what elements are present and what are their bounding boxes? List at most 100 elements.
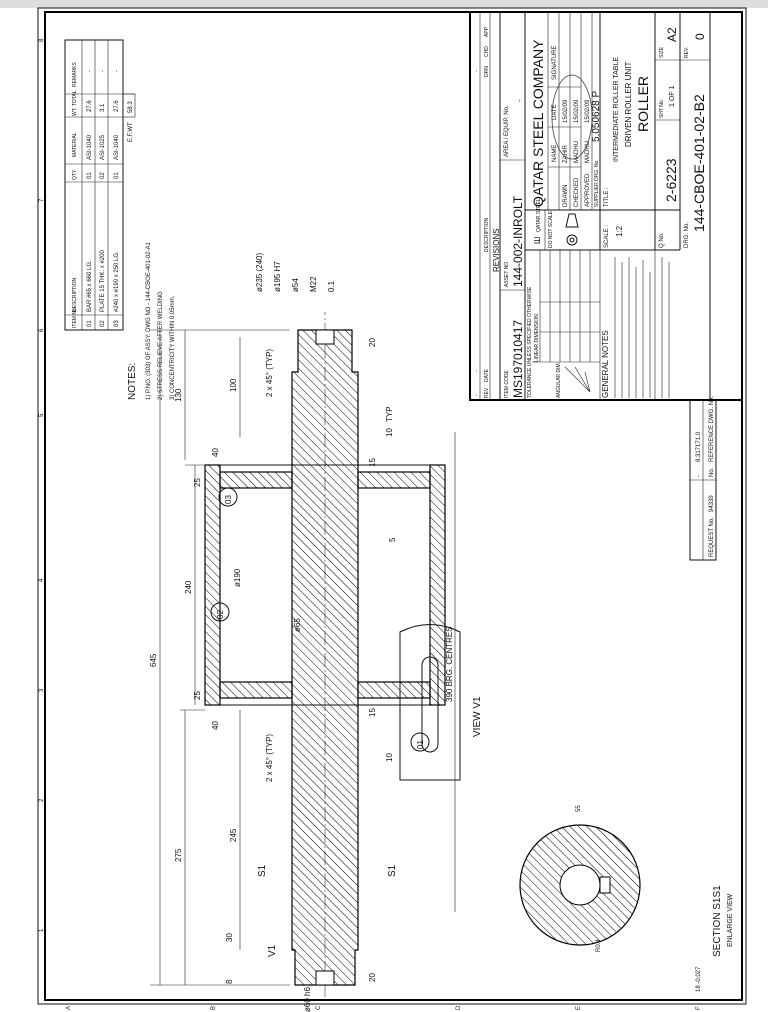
do-not-scale: DO NOT SCALE xyxy=(548,210,554,248)
svg-text:ZAHIR: ZAHIR xyxy=(563,144,569,163)
rev-header: CHD xyxy=(484,46,490,57)
end-plate xyxy=(219,681,293,699)
dim-diameter: ø190 xyxy=(233,568,242,587)
view-label: VIEW V1 xyxy=(472,696,483,737)
section-mark: S1 xyxy=(257,864,268,877)
bom-header: MATERIAL xyxy=(72,132,78,157)
drawing-number: 144-CBOE-401-02-B2 xyxy=(691,94,707,232)
note-item: 1) P.NO. (303) OF ASSY. DWG NO - 144-CBO… xyxy=(146,242,152,400)
asset-number: 144-002-INROLT xyxy=(511,195,525,287)
dim-diameter: ø60 h6 xyxy=(303,987,312,1012)
zone-letter: B xyxy=(211,1006,217,1010)
section-sublabel: ENLARGE VIEW xyxy=(727,893,734,947)
rev-header: DATE xyxy=(484,368,490,382)
dim-chamfer: 2 x 45° (TYP) xyxy=(265,349,274,397)
q-number: 2-6223 xyxy=(663,158,679,202)
dim-15: 15 xyxy=(368,708,377,717)
q-label: Q No. xyxy=(659,232,665,248)
svg-text:01: 01 xyxy=(87,320,93,327)
rev-blank: - xyxy=(474,70,480,72)
item-code-label: ITEM CODE xyxy=(504,370,510,398)
rev-header: DRN xyxy=(484,66,490,77)
dim-100: 100 xyxy=(229,378,238,392)
dim-20: 20 xyxy=(368,338,377,347)
outer-border xyxy=(37,7,747,1005)
sign-header: DATE xyxy=(552,104,558,120)
logo-mark: Ш xyxy=(533,237,542,244)
request-label: REQUEST No. xyxy=(709,517,715,557)
zone-number: 5 xyxy=(39,413,45,417)
supplier-number: 5.050628 P xyxy=(591,91,602,142)
dim-diameter: ø235 (240) xyxy=(255,253,264,292)
zone-number: 3 xyxy=(39,688,45,692)
scale-label: SCALE : xyxy=(604,225,610,248)
zone-number: 1 xyxy=(39,928,45,932)
ef-wt-value: 58.3 xyxy=(128,101,134,113)
dim-drum: 240 xyxy=(184,580,193,594)
linear-label: LINEAR DIMENSION xyxy=(534,314,540,362)
rev-header: DESCRIPTION xyxy=(484,217,490,252)
sign-header: NAME xyxy=(552,145,558,162)
balloon-label: 01 xyxy=(416,740,425,749)
drawing-frame xyxy=(44,11,743,1001)
rev-header: APP xyxy=(484,26,490,37)
zone-number: 4 xyxy=(39,578,45,582)
bom-header: DESCRIPTION xyxy=(72,277,78,312)
bom-header: WT. TOTAL xyxy=(72,90,78,116)
balloon-label: 02 xyxy=(216,610,225,619)
svg-text:02: 02 xyxy=(100,172,106,179)
dim-diameter: ø195 H7 xyxy=(273,261,282,292)
zone-number: 8 xyxy=(39,38,45,42)
svg-text:15/02/09: 15/02/09 xyxy=(585,99,591,123)
svg-text:-: - xyxy=(87,70,93,72)
title-line: ROLLER xyxy=(635,76,651,132)
svg-text:01: 01 xyxy=(114,172,120,179)
notes: NOTES: 1) P.NO. (303) OF ASSY. DWG NO - … xyxy=(127,242,176,400)
ref-dash: - xyxy=(696,475,702,477)
rev-label: REV. xyxy=(684,47,690,58)
end-plate xyxy=(219,471,293,489)
svg-text:-: - xyxy=(114,70,120,72)
zone-letter: D xyxy=(456,1005,462,1010)
svg-text:ASI-1040: ASI-1040 xyxy=(87,134,93,160)
rev-header: REV xyxy=(484,387,490,398)
balloon-label: 03 xyxy=(224,495,233,504)
section-dim: 18 -0.027 xyxy=(696,966,702,992)
ref-dwg-label: REFERENCE DWG. No. xyxy=(709,396,715,462)
section-label: SECTION S1S1 xyxy=(712,885,723,957)
note-item: 2) STRESS RELIEVE AFTER WELDING xyxy=(158,291,164,400)
svg-text:#240 x #190 x 250 LG.: #240 x #190 x 250 LG. xyxy=(114,251,120,312)
svg-text:CHECKED: CHECKED xyxy=(574,177,580,207)
asset-label: ASSET NO. xyxy=(504,260,510,287)
end-plate xyxy=(357,471,431,489)
section-dim: R0.4 xyxy=(596,939,602,952)
balloon-03 xyxy=(218,487,238,507)
item-code: MS197010417 xyxy=(511,320,525,398)
svg-text:15/02/09: 15/02/09 xyxy=(563,99,569,123)
zone-letter: E xyxy=(576,1006,582,1010)
svg-text:-: - xyxy=(100,70,106,72)
dim-15: 15 xyxy=(368,458,377,467)
tapped-hole xyxy=(315,329,335,345)
drum-wall-top xyxy=(204,464,221,706)
dim-25: 25 xyxy=(193,691,202,700)
svg-text:02: 02 xyxy=(100,320,106,327)
svg-text:ASI-1025: ASI-1025 xyxy=(100,134,106,160)
svg-text:27.6: 27.6 xyxy=(87,100,93,112)
shaft xyxy=(291,329,359,986)
ref-no-label: No. xyxy=(709,467,715,477)
revisions-title: REVISIONS xyxy=(492,228,501,272)
rev-blank: - xyxy=(474,394,480,396)
zone-letter: C xyxy=(316,1005,322,1010)
title-line: DRIVEN ROLLER UNIT xyxy=(624,62,633,147)
view-mark: V1 xyxy=(267,944,278,957)
scale-value: 1:2 xyxy=(615,225,624,237)
svg-text:ASI-1040: ASI-1040 xyxy=(114,134,120,160)
dim-25: 25 xyxy=(193,478,202,487)
size-label: SIZE xyxy=(659,46,665,58)
weld-symbol: 10 xyxy=(385,753,394,762)
dim-right: 130 xyxy=(174,388,183,402)
